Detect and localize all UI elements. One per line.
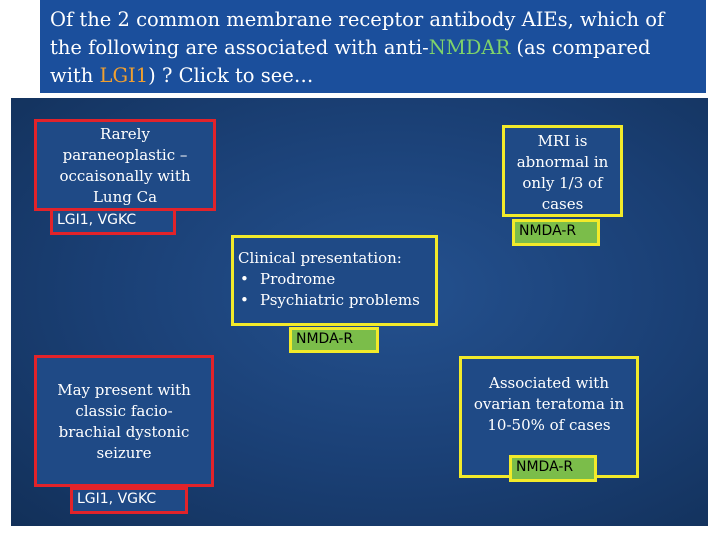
paraneoplastic-box[interactable]: Rarely paraneoplastic – occaisonally wit…	[34, 119, 216, 211]
teratoma-text: Associated with ovarian teratoma in 10-5…	[473, 374, 625, 434]
clinical-item-psychiatric: •Psychiatric problems	[240, 291, 420, 309]
fbds-text: May present with classic facio-brachial …	[57, 381, 191, 462]
mri-text: MRI is abnormal in only 1/3 of cases	[516, 132, 609, 213]
mri-box[interactable]: MRI is abnormal in only 1/3 of cases	[502, 125, 623, 217]
nmda-tag-teratoma[interactable]: NMDA-R	[509, 455, 597, 482]
nmdar-highlight: NMDAR	[428, 36, 511, 59]
clinical-item-prodrome: •Prodrome	[240, 270, 336, 288]
slide-title: Of the 2 common membrane receptor antibo…	[50, 8, 665, 87]
content-panel: Rarely paraneoplastic – occaisonally wit…	[11, 98, 708, 526]
fbds-box[interactable]: May present with classic facio-brachial …	[34, 355, 214, 487]
paraneoplastic-text: Rarely paraneoplastic – occaisonally wit…	[59, 125, 191, 206]
lgi-tag-top[interactable]: LGI1, VGKC	[50, 208, 176, 235]
teratoma-box[interactable]: Associated with ovarian teratoma in 10-5…	[459, 356, 639, 478]
lgi-tag-bottom[interactable]: LGI1, VGKC	[70, 487, 188, 514]
clinical-presentation-box[interactable]: Clinical presentation: •Prodrome •Psychi…	[231, 235, 438, 326]
lgi1-highlight: LGI1	[99, 64, 149, 87]
clinical-heading: Clinical presentation:	[238, 249, 402, 267]
nmda-tag-mri[interactable]: NMDA-R	[512, 219, 600, 246]
title-bar	[40, 0, 706, 93]
nmda-tag-clinical[interactable]: NMDA-R	[289, 327, 379, 353]
clinical-list: •Prodrome •Psychiatric problems	[238, 269, 435, 311]
